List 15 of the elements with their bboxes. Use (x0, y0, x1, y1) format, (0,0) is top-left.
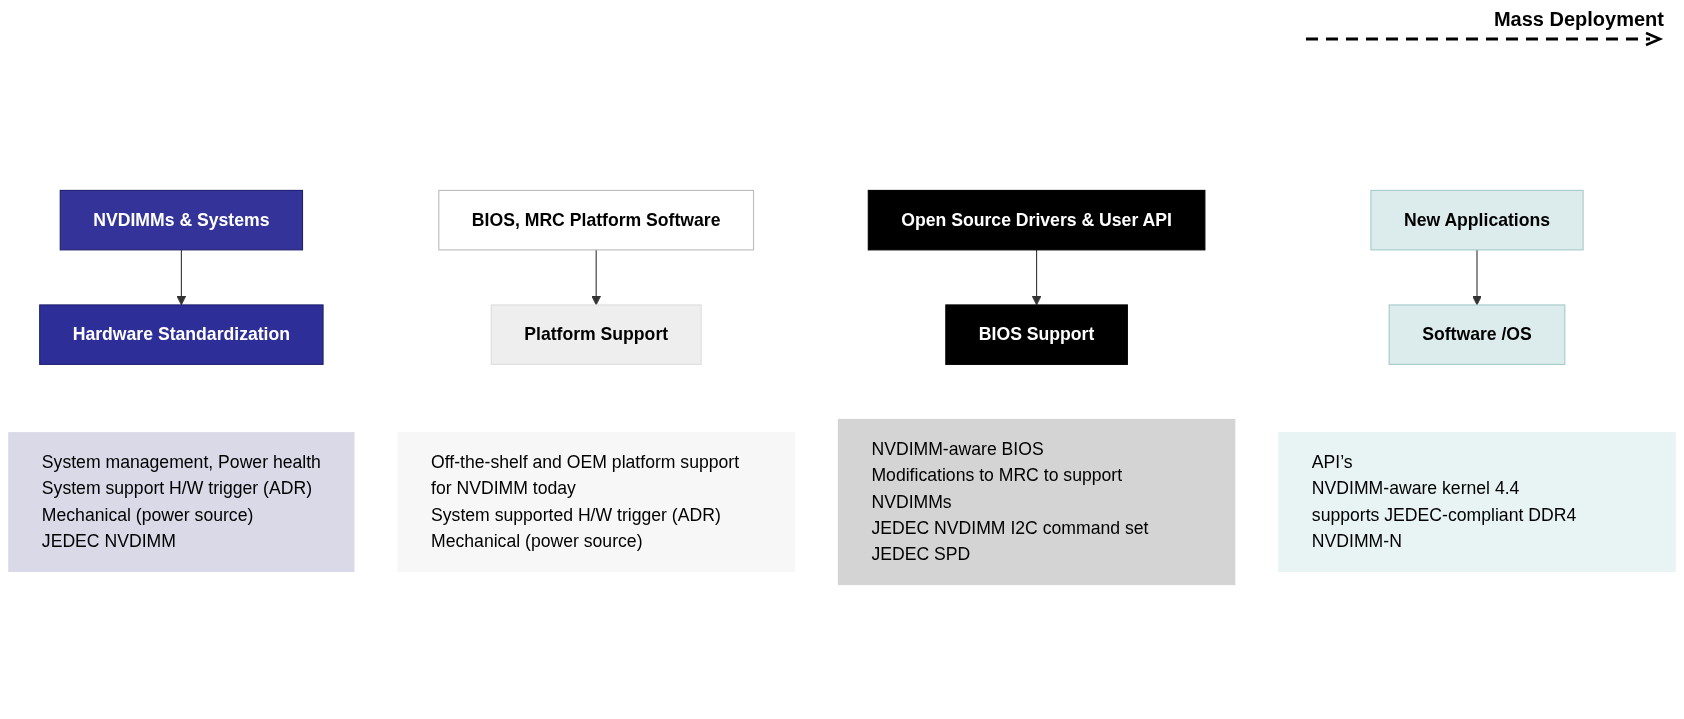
arrow (1031, 249, 1042, 306)
arrow (1472, 249, 1482, 306)
node-box: BIOS, MRC Platform Software (438, 189, 755, 251)
annotation-text: Mass Deployment (1493, 8, 1664, 31)
node-box: Software /OS (1388, 304, 1566, 365)
node-box: System management, Power health System support H/W trigger (ADR) Mechanical (power source) JEDEC NVDIMM (8, 432, 355, 572)
node-box: Platform Support (490, 304, 702, 365)
node-box: Hardware Standardization (39, 304, 324, 365)
arrow (591, 249, 601, 306)
node-box: BIOS Support (945, 304, 1128, 365)
node-box: NVDIMMs & Systems (59, 189, 304, 251)
arrow (176, 249, 187, 306)
node-box: New Applications (1370, 189, 1584, 251)
node-box: Open Source Drivers & User API (867, 189, 1206, 251)
node-box: NVDIMM-aware BIOS Modifications to MRC to support NVDIMMs JEDEC NVDIMM I2C command set JEDEC SPD (837, 418, 1236, 586)
